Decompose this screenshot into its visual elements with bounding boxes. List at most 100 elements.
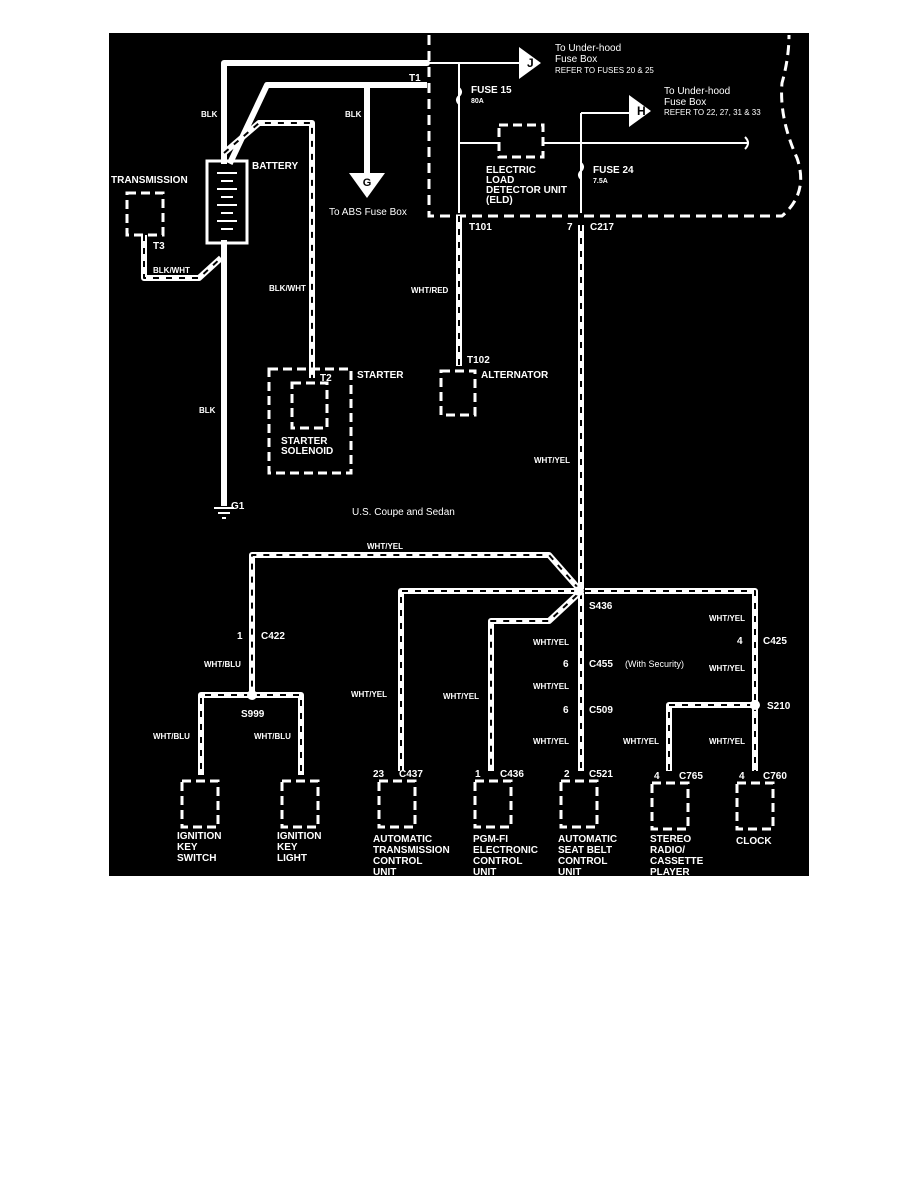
connector-j-letter: J [527,56,534,70]
label-battery: BATTERY [252,161,298,172]
label-ign-sw-3: SWITCH [177,853,216,864]
label-wht-yel-at: WHT/YEL [351,690,387,699]
label-blk-c: BLK [199,406,216,415]
label-wht-blu-a: WHT/BLU [204,660,241,669]
label-asb-1: AUTOMATIC [558,834,617,845]
label-wht-yel-c425a: WHT/YEL [709,614,745,623]
eld-unit-box [497,123,545,159]
label-atcu-3: CONTROL [373,856,422,867]
label-pin4-c765: 4 [654,771,660,782]
s436-splice [574,586,584,596]
label-to-fuse-h-3: REFER TO 22, 27, 31 & 33 [664,108,761,117]
label-radio-4: PLAYER [650,867,690,876]
label-pin23: 23 [373,769,385,780]
label-wht-yel-pgm: WHT/YEL [443,692,479,701]
wire-eld-end [744,136,749,150]
label-to-abs: To ABS Fuse Box [329,207,407,218]
label-pin6-c509: 6 [563,705,569,716]
label-g1: G1 [231,501,245,512]
label-starter-sol-2: SOLENOID [281,446,333,457]
label-t101: T101 [469,222,492,233]
connector-g-letter: G [363,177,372,189]
label-ign-lt-1: IGNITION [277,831,321,842]
label-radio-2: RADIO/ [650,845,685,856]
label-to-fuse-h-2: Fuse Box [664,97,706,108]
label-t2: T2 [320,373,332,384]
label-radio-1: STEREO [650,834,691,845]
label-wht-yel-c509: WHT/YEL [533,682,569,691]
label-asb-4: UNIT [558,867,581,876]
label-c422: C422 [261,631,285,642]
label-eld-3: DETECTOR UNIT [486,185,567,196]
label-asb-2: SEAT BELT [558,845,612,856]
s436-branches [249,552,758,771]
label-s436: S436 [589,601,613,612]
label-c521: C521 [589,769,613,780]
label-c760: C760 [763,771,787,782]
label-to-fuse-j-2: Fuse Box [555,54,597,65]
starter-solenoid-box [290,381,329,430]
wire-blk-wht-starter-stripe [223,122,313,378]
stereo-box [650,781,690,831]
label-atcu-2: TRANSMISSION [373,845,450,856]
label-fuse24-rating: 7.5A [593,178,608,185]
label-pin4-c425: 4 [737,636,743,647]
label-c437: C437 [399,769,423,780]
label-c765: C765 [679,771,703,782]
label-t1: T1 [409,73,421,84]
clock-box [735,781,775,831]
label-wht-yel-clock: WHT/YEL [709,737,745,746]
label-pgm-3: CONTROL [473,856,522,867]
label-wht-yel-radio: WHT/YEL [623,737,659,746]
label-blk-a: BLK [201,110,218,119]
label-ign-sw-2: KEY [177,842,198,853]
wire-blk-wht-trans-stripe [143,235,222,279]
label-starter: STARTER [357,370,404,381]
transmission-box [125,191,165,237]
label-blk-wht-b: BLK/WHT [269,284,306,293]
label-c436: C436 [500,769,524,780]
label-t102: T102 [467,355,490,366]
label-pin7: 7 [567,222,573,233]
s999-branches [198,692,304,775]
label-transmission: TRANSMISSION [111,175,188,186]
label-asb-3: CONTROL [558,856,607,867]
fuse15-symbol [456,87,462,105]
label-with-security: (With Security) [625,659,684,669]
label-radio-3: CASSETTE [650,856,704,867]
label-pin1-c436: 1 [475,769,481,780]
ignition-key-light-box [280,779,320,829]
label-starter-sol-1: STARTER [281,436,328,447]
seat-belt-unit-box [559,779,599,829]
label-t3: T3 [153,241,165,252]
label-c509: C509 [589,705,613,716]
label-pin2: 2 [564,769,570,780]
label-fuse15: FUSE 15 [471,85,512,96]
label-pin4-c760: 4 [739,771,745,782]
wiring-diagram: G J H [109,33,809,876]
label-c455: C455 [589,659,613,670]
fuse24-symbol [578,162,584,180]
battery-cells [217,172,237,230]
label-to-fuse-j-3: REFER TO FUSES 20 & 25 [555,66,654,75]
ignition-key-switch-box [180,779,220,829]
label-alternator: ALTERNATOR [481,370,549,381]
label-c425: C425 [763,636,787,647]
label-s999: S999 [241,709,265,720]
label-atcu-4: UNIT [373,867,396,876]
label-wht-blu-c: WHT/BLU [254,732,291,741]
label-pin1-c422: 1 [237,631,243,642]
s210-splice [750,700,760,710]
label-eld-2: LOAD [486,175,514,186]
starter-box [267,367,353,475]
label-wht-blu-b: WHT/BLU [153,732,190,741]
label-s210: S210 [767,701,791,712]
connector-h-icon [629,95,651,127]
label-wht-red: WHT/RED [411,286,449,295]
label-eld-1: ELECTRIC [486,165,536,176]
label-c217: C217 [590,222,614,233]
s999-splice [247,690,257,700]
label-blk-b: BLK [345,110,362,119]
label-atcu-1: AUTOMATIC [373,834,432,845]
label-wht-yel-c455: WHT/YEL [533,638,569,647]
